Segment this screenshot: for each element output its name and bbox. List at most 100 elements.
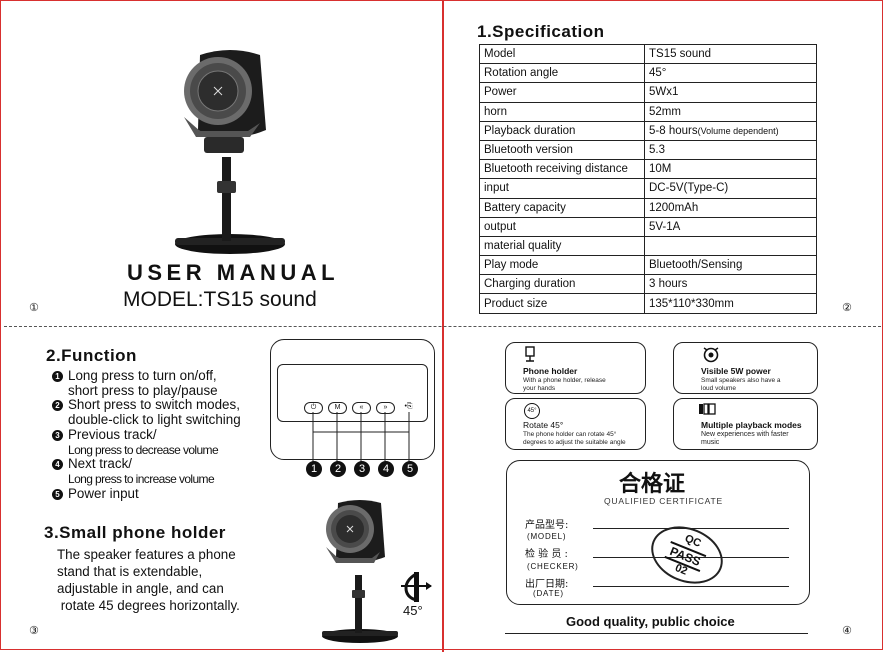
spec-value: 3 hours [644, 274, 817, 295]
certificate-title: 合格证 [619, 472, 686, 497]
holder-line: stand that is extendable, [57, 563, 203, 579]
date-field-line [593, 586, 789, 587]
spec-value: 10M [644, 159, 817, 180]
spec-value: 135*110*330mm [644, 293, 817, 314]
spec-row: material quality [479, 235, 817, 257]
spec-label: Model [479, 43, 645, 65]
spec-value: 1200mAh [644, 197, 817, 218]
playback-modes-icon [699, 403, 716, 415]
checker-field-line [593, 557, 789, 558]
feature-card-phone-holder: Phone holder With a phone holder, releas… [505, 342, 646, 394]
holder-line: adjustable in angle, and can [57, 580, 224, 596]
date-field-label: 出厂日期: [525, 579, 569, 590]
holder-line: rotate 45 degrees horizontally. [57, 597, 240, 613]
function-title: 2.Function [46, 346, 137, 365]
spec-label: horn [479, 101, 645, 122]
speaker-illustration-small [322, 500, 398, 643]
spec-value: DC-5V(Type-C) [644, 178, 817, 199]
function-item-continued: Long press to decrease volume [68, 442, 219, 457]
diagram-number: 4 [378, 461, 394, 477]
spec-label: Power [479, 82, 645, 103]
spec-value: 52mm [644, 101, 817, 122]
diagram-number: 2 [330, 461, 346, 477]
spec-value: Bluetooth/Sensing [644, 255, 817, 276]
slogan: Good quality, public choice [566, 614, 735, 629]
speaker-illustration-large [175, 50, 285, 254]
page-mark-3: ③ [29, 624, 39, 637]
certificate-subtitle: QUALIFIED CERTIFICATE [604, 496, 723, 506]
slogan-underline [505, 633, 808, 634]
spec-label: Rotation angle [479, 63, 645, 84]
number-bullet: 1 [52, 371, 63, 382]
spec-label: Bluetooth version [479, 139, 645, 161]
model-field-en: (MODEL) [527, 532, 567, 541]
manual-title: USER MANUAL [127, 260, 340, 285]
rotate-icon: 45° [524, 403, 540, 419]
number-bullet: 2 [52, 400, 63, 412]
spec-value: 5-8 hours(Volume dependent) [644, 120, 817, 141]
holder-line: The speaker features a phone [57, 547, 236, 562]
function-item-continued: Long press to increase volume [68, 471, 215, 486]
page-mark-1: ① [29, 301, 39, 314]
page-mark-4: ④ [842, 624, 852, 637]
page-mark-2: ② [842, 301, 852, 314]
spec-label: Play mode [479, 255, 645, 276]
model-field-label: 产品型号: [525, 520, 569, 531]
checker-field-en: (CHECKER) [527, 562, 579, 571]
feature-title: Rotate 45° [523, 420, 564, 430]
spec-value [644, 235, 817, 257]
certificate-box [506, 460, 810, 605]
spec-label: Playback duration [479, 120, 645, 141]
rotate-arrow-icon [401, 572, 432, 602]
spec-value: 5V-1A [644, 216, 817, 237]
spec-value: 5.3 [644, 139, 817, 161]
device-button-5: •⎘ [404, 403, 413, 410]
model-subtitle: MODEL:TS15 sound [123, 288, 317, 311]
spec-label: Charging duration [479, 274, 645, 295]
diagram-number: 3 [354, 461, 370, 477]
function-item-continued: double-click to light switching [68, 412, 241, 428]
spec-label: output [479, 216, 645, 237]
feature-card-visible-power: Visible 5W power Small speakers also hav… [673, 342, 818, 394]
spec-label: Battery capacity [479, 197, 645, 218]
spec-value: 45° [644, 63, 817, 84]
spec-label: material quality [479, 235, 645, 257]
device-outline [270, 339, 435, 460]
spec-value: TS15 sound [644, 43, 817, 65]
spec-label: Product size [479, 293, 645, 314]
number-bullet: 4 [52, 459, 63, 471]
date-field-en: (DATE) [533, 589, 564, 598]
spec-value: 5Wx1 [644, 82, 817, 103]
function-item-continued: short press to play/pause [68, 382, 218, 398]
speaker-power-icon [703, 347, 719, 363]
spec-label: input [479, 178, 645, 199]
feature-card-playback-modes: Multiple playback modes New experiences … [673, 398, 818, 450]
feature-title: Phone holder [523, 366, 578, 376]
phone-holder-icon [525, 346, 535, 362]
device-panel [277, 364, 428, 422]
callout-lines [312, 412, 410, 462]
diagram-number: 5 [402, 461, 418, 477]
number-bullet: 3 [52, 429, 63, 441]
checker-field-label: 检 验 员 : [525, 549, 568, 560]
